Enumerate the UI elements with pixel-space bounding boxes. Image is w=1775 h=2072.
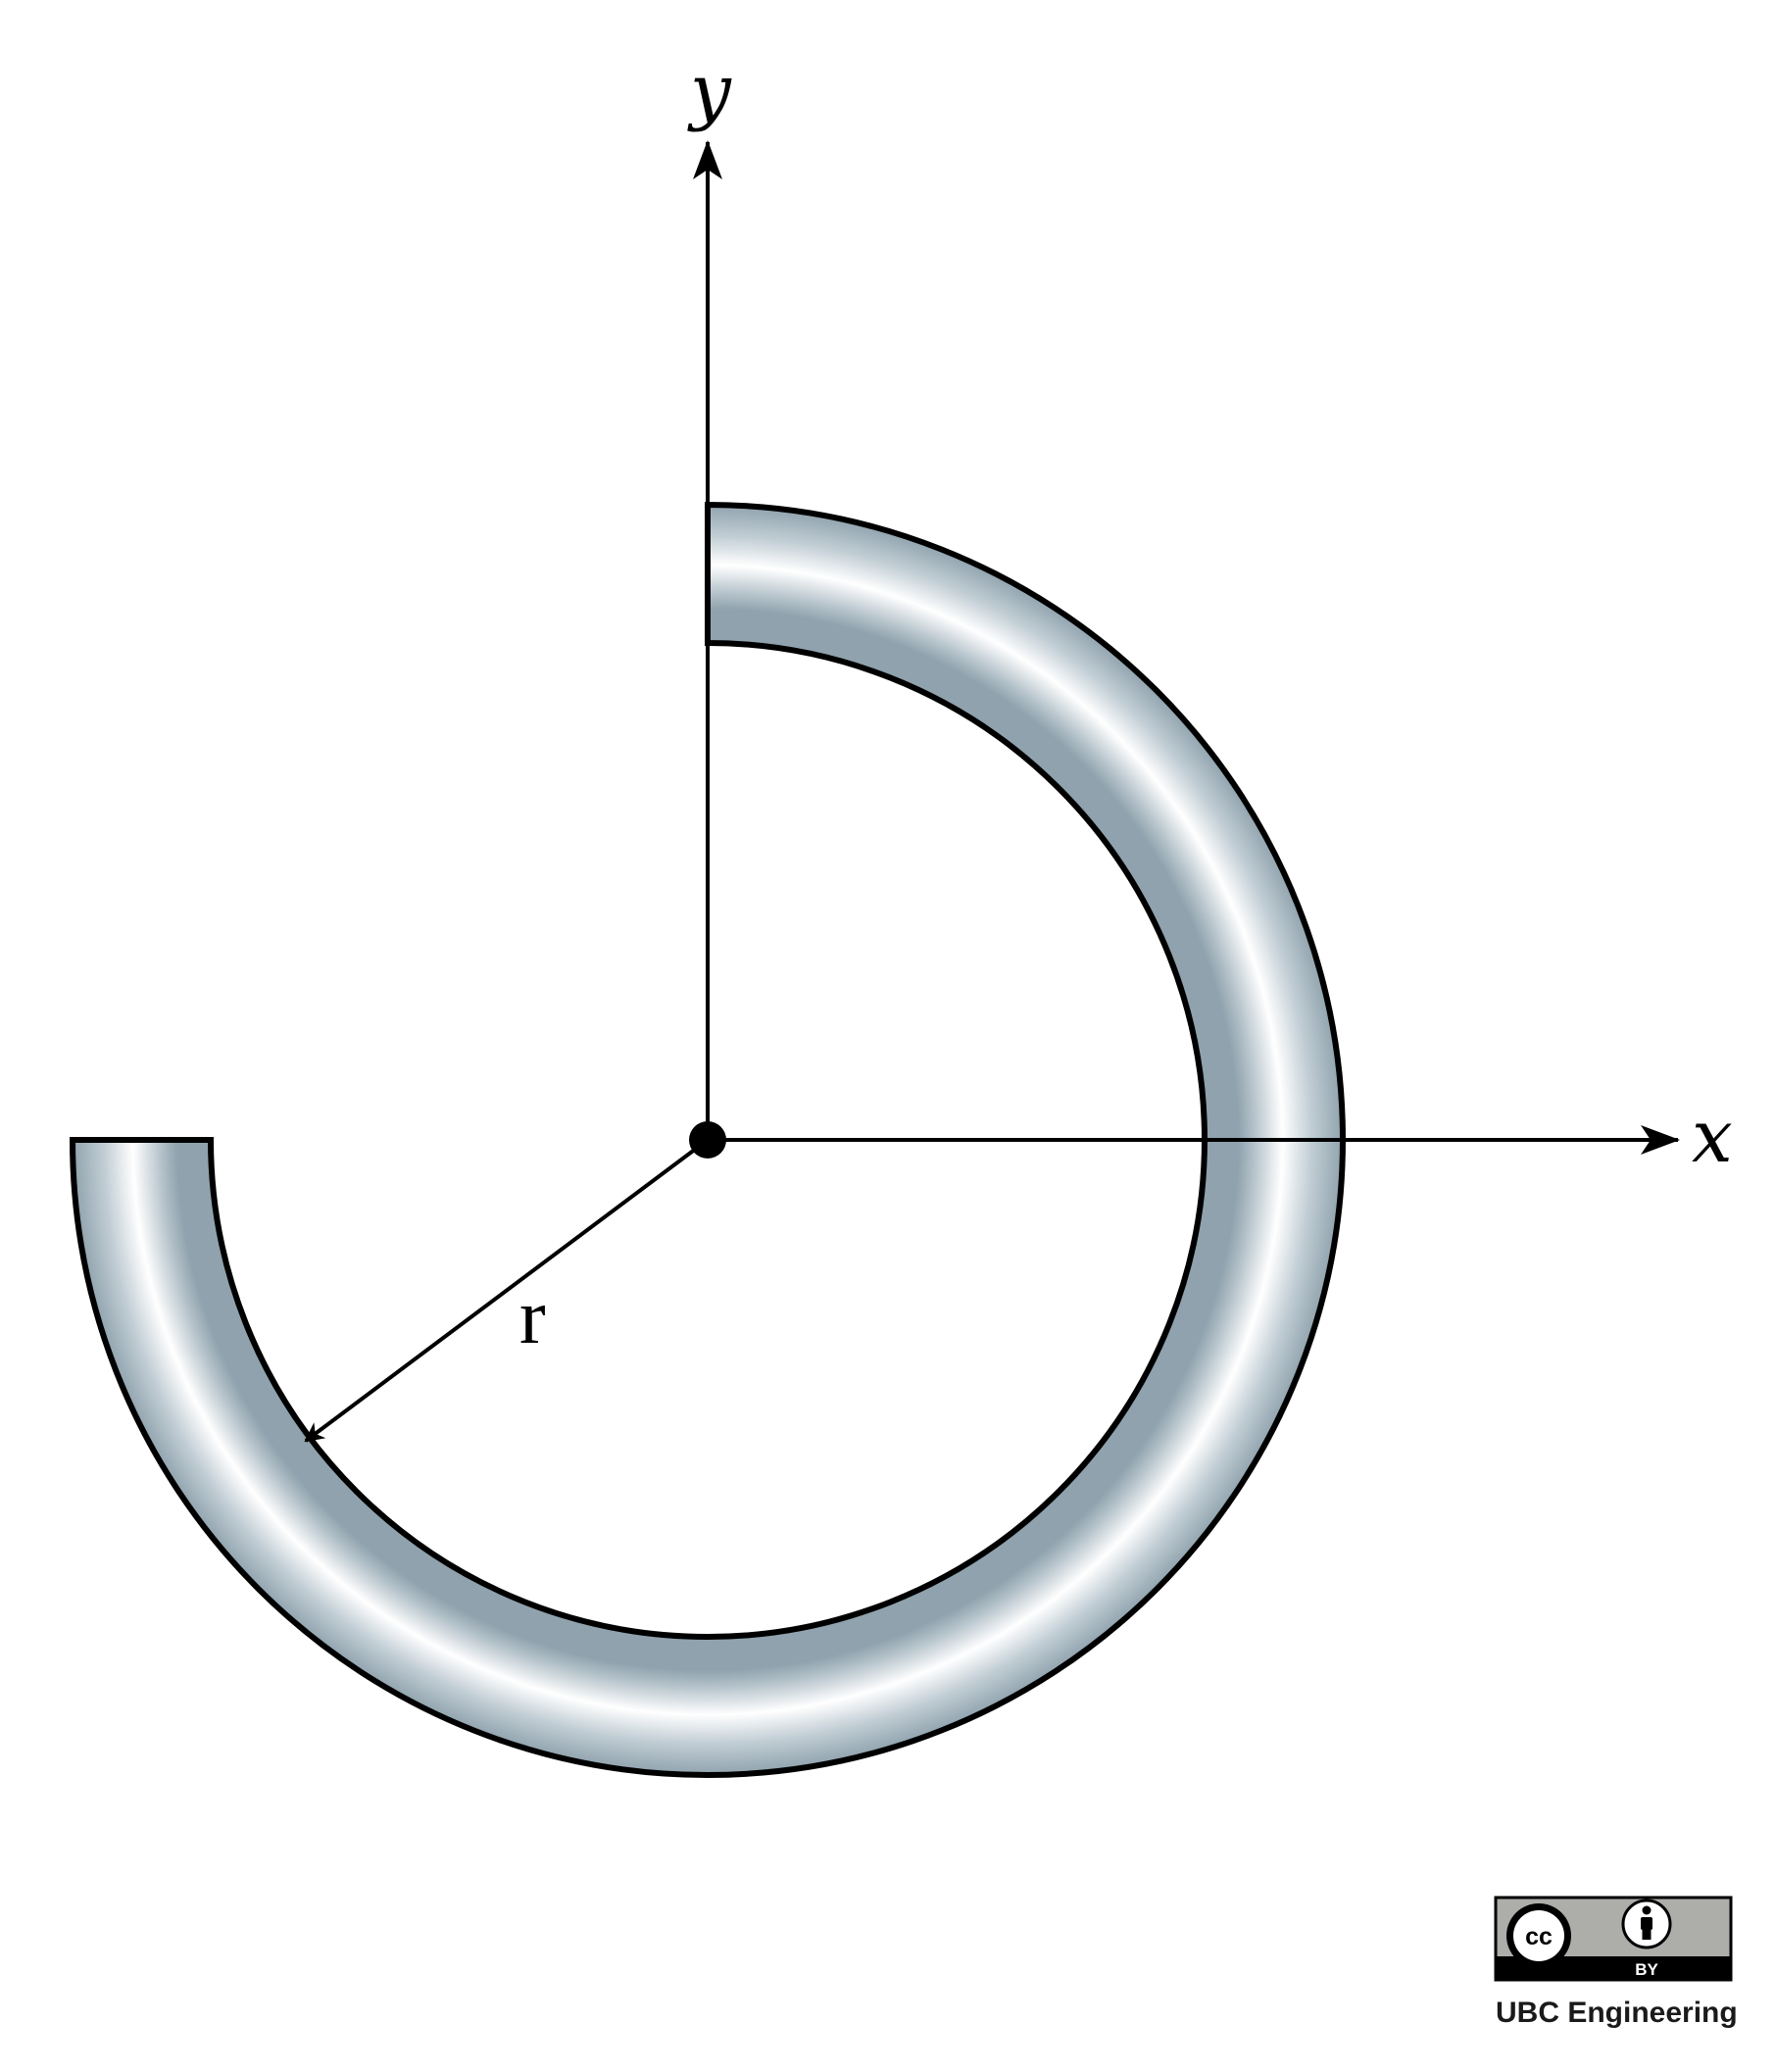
person-icon [1621,1899,1672,1949]
badge-by-text: BY [1635,1960,1658,1979]
origin-dot-icon [689,1121,726,1159]
ring-tube [69,501,1346,1778]
cc-text: cc [1525,1923,1553,1950]
y-axis-label: y [687,49,732,133]
credit-text: UBC Engineering [1496,1997,1738,2029]
radius-arrow [304,1138,710,1443]
radius-label: r [519,1274,546,1360]
x-axis-label: x [1692,1095,1733,1179]
cc-by-icon: cc BY [1494,1896,1733,1982]
